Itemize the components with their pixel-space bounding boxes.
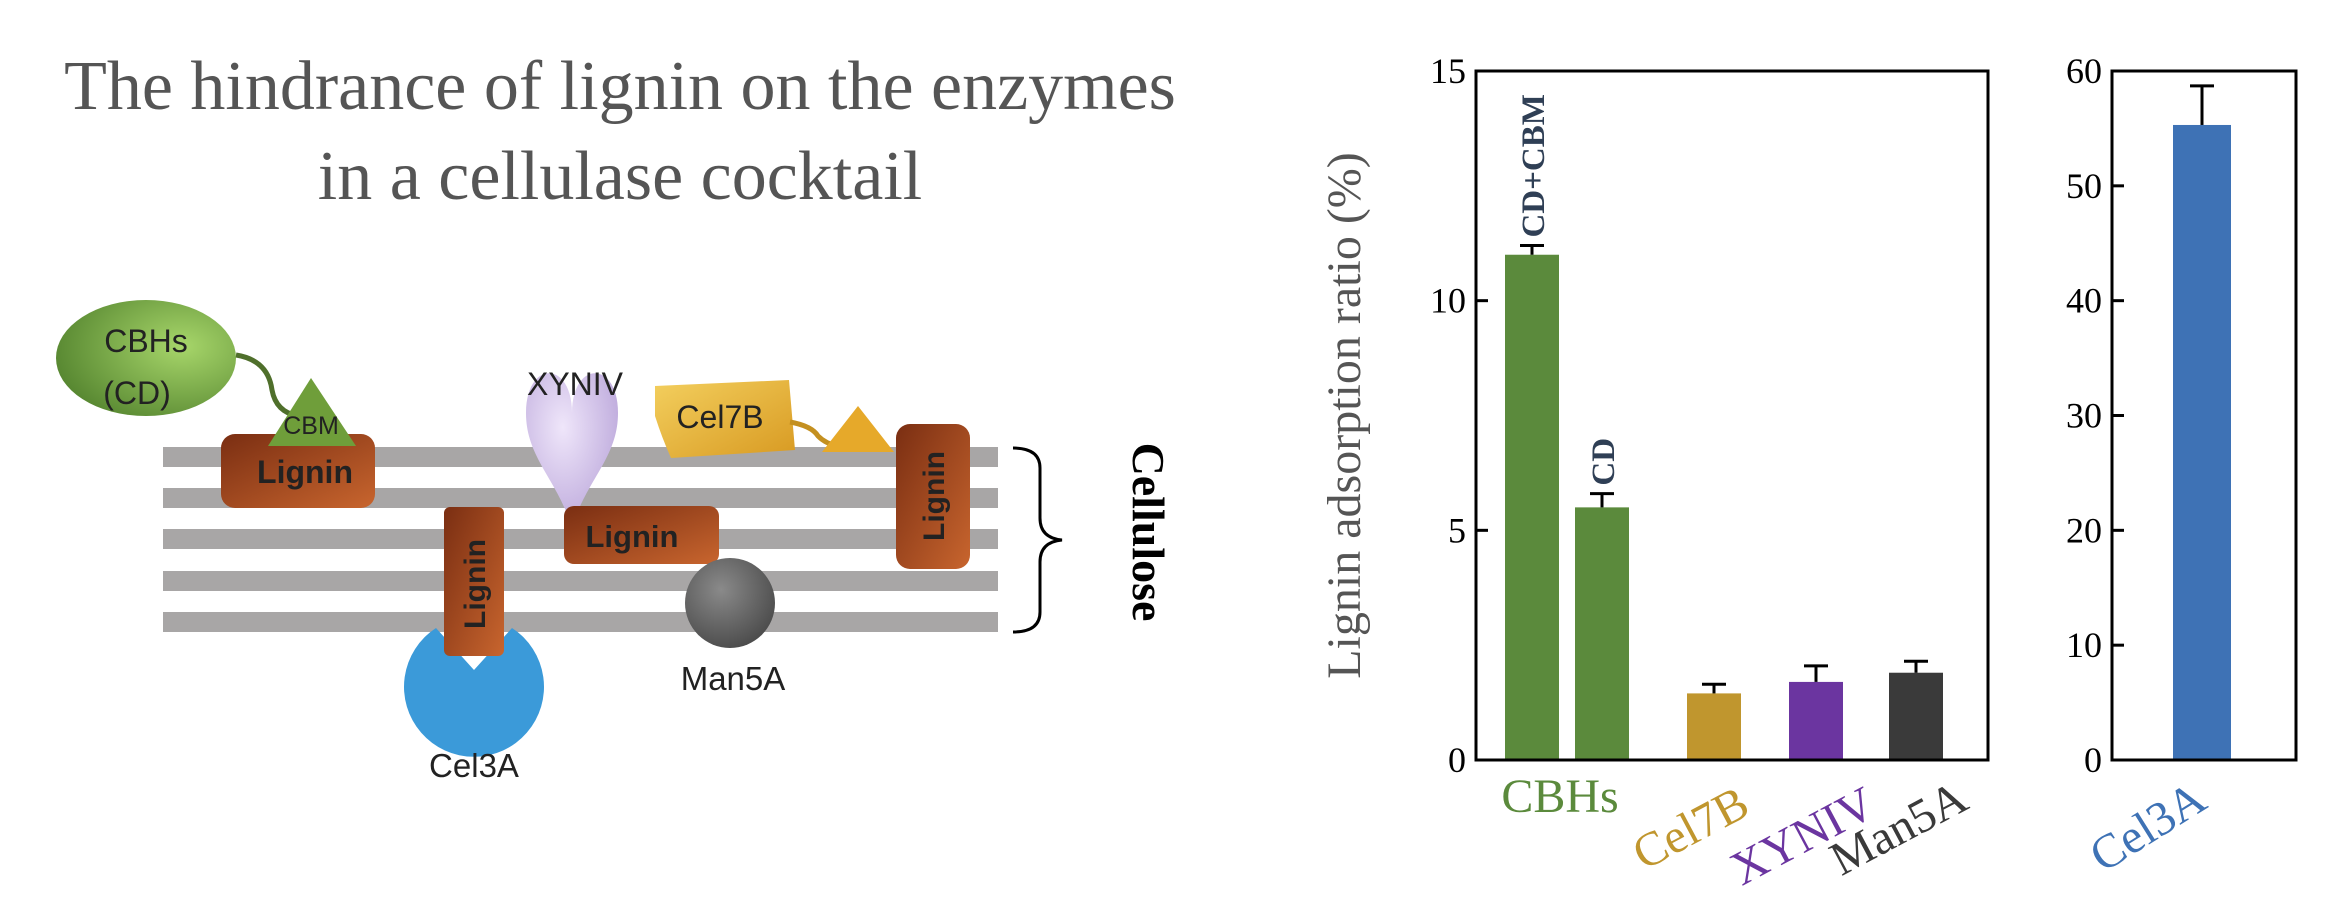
y-tick-label: 15	[1430, 51, 1466, 91]
lignin-label-1: Lignin	[257, 454, 353, 490]
x-category-label: Cel3A	[2081, 771, 2216, 883]
y-axis-label: Lignin adsorption ratio (%)	[1318, 152, 1371, 679]
lignin-block-4	[444, 507, 504, 656]
y-tick-label: 5	[1448, 510, 1466, 550]
y-tick-label: 40	[2066, 281, 2102, 321]
cbm-label: CBM	[283, 412, 339, 440]
bar	[2173, 124, 2231, 760]
bar	[1789, 681, 1843, 760]
lignin-block-3	[896, 424, 970, 569]
plot-frame	[2110, 69, 2298, 762]
cbh-label-line-1: CBHs	[104, 323, 188, 359]
y-tick-label: 0	[1448, 740, 1466, 780]
bar	[1505, 254, 1559, 760]
xyniv-enzyme-shape	[526, 373, 618, 528]
man5a-label: Man5A	[681, 660, 786, 697]
bar	[1575, 507, 1629, 760]
lignin-label-4: Lignin	[459, 539, 492, 629]
cel3a-enzyme-shape	[404, 628, 544, 757]
bar	[1687, 693, 1741, 760]
y-tick-label: 30	[2066, 396, 2102, 436]
cellulose-brace	[1012, 446, 1063, 634]
xyniv-label: XYNIV	[527, 366, 624, 402]
cel7b-cbm-triangle	[822, 406, 894, 452]
cbh-label-line-2: (CD)	[103, 375, 171, 411]
y-tick-label: 60	[2066, 51, 2102, 91]
cbh-linker	[235, 352, 299, 419]
cellulose-label: Cellulose	[1123, 443, 1174, 622]
figure-title-line-1: The hindrance of lignin on the enzymes	[64, 48, 1176, 125]
bar-annotation: CD	[1586, 438, 1622, 486]
figure-title-line-2: in a cellulase cocktail	[317, 138, 923, 215]
plot-frame	[1474, 69, 1990, 762]
y-tick-label: 10	[2066, 625, 2102, 665]
cel3a-label: Cel3A	[429, 747, 519, 784]
cellulose-strand-4	[163, 571, 998, 591]
y-tick-label: 10	[1430, 281, 1466, 321]
lignin-label-2: Lignin	[586, 519, 679, 554]
lignin-block-2	[564, 506, 719, 564]
lignin-label-3: Lignin	[918, 451, 951, 541]
man5a-enzyme-shape	[685, 558, 775, 648]
y-tick-label: 50	[2066, 166, 2102, 206]
lignin-block-1	[221, 434, 375, 508]
cbm-triangle	[268, 378, 356, 446]
cbh-enzyme-shape	[56, 300, 236, 416]
cellulase-illustration: Cellulose CBHs (CD) Lignin CBM XYNIV Lig…	[56, 300, 1174, 784]
cel7b-label: Cel7B	[676, 399, 763, 435]
y-tick-label: 0	[2084, 740, 2102, 780]
cel7b-enzyme-shape	[655, 380, 795, 458]
bar-annotation: CD+CBM	[1516, 94, 1552, 237]
bar	[1889, 672, 1943, 760]
y-tick-label: 20	[2066, 510, 2102, 550]
cellulose-strand-5	[163, 612, 998, 632]
x-category-label: CBHs	[1501, 770, 1618, 823]
